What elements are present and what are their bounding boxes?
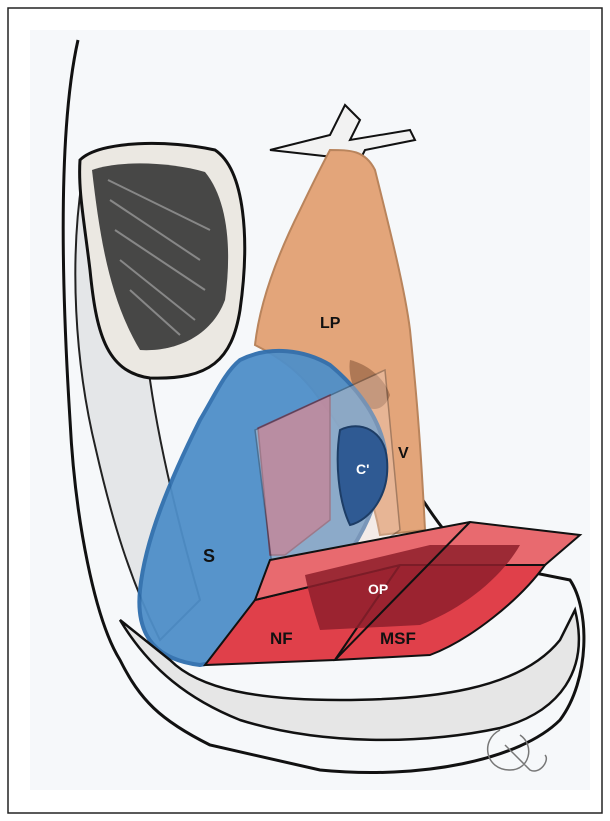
label-c-prime: C' <box>356 461 369 477</box>
label-op: OP <box>368 581 388 597</box>
label-v: V <box>398 445 409 462</box>
label-nf: NF <box>270 629 293 648</box>
label-s: S <box>203 546 215 566</box>
label-msf: MSF <box>380 629 416 648</box>
label-lp: LP <box>320 315 341 332</box>
